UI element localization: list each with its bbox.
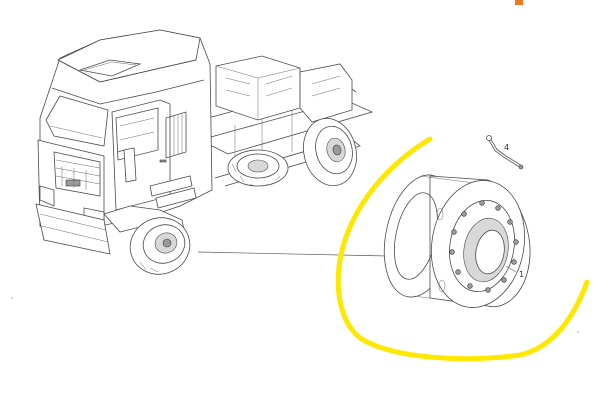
callout-leader-1 [505, 265, 517, 273]
truck-illustration [35, 29, 374, 275]
callout-label-4: 4 [504, 143, 509, 152]
bolt-holes [449, 200, 519, 293]
corner-mark [515, 0, 523, 5]
rear-wheel [303, 118, 357, 186]
spare-wheel [227, 149, 289, 187]
front-wheel [129, 217, 191, 275]
wheel-rim [383, 174, 531, 308]
highlight-mark [335, 136, 590, 362]
leader-line [197, 251, 389, 257]
callout-label-1: 1 [519, 270, 524, 279]
speck [11, 297, 13, 299]
speck [577, 331, 579, 333]
valve-extension [486, 135, 524, 170]
